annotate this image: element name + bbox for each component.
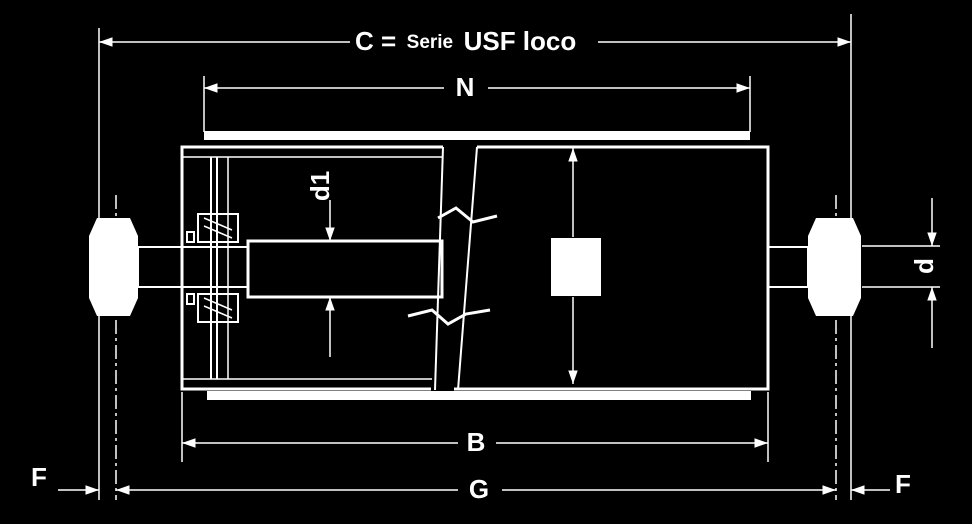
label-n: N (456, 72, 475, 102)
break-line-right (457, 146, 478, 391)
centre-block (551, 238, 601, 296)
shaft-left-end (137, 246, 249, 288)
label-d1: d1 (305, 171, 335, 201)
nut-right (808, 218, 861, 316)
break-zigzag-bottom (407, 308, 491, 326)
shaft-right-end (767, 246, 809, 288)
bearing-upper-hatch-b (203, 217, 233, 231)
lagging-top (204, 131, 750, 140)
bearing-upper (197, 213, 239, 243)
end-disc-left (186, 157, 239, 379)
bearing-upper-hatch-a (203, 225, 233, 239)
label-c-prefix: C = (355, 26, 396, 56)
bearing-lower-hatch-a (203, 305, 233, 319)
seal-lower (186, 293, 195, 305)
label-g: G (469, 474, 489, 504)
label-f-right: F (895, 469, 911, 499)
label-c-series: Serie (407, 32, 453, 53)
lagging-bottom (207, 391, 751, 400)
bearing-lower-hatch-b (203, 297, 233, 311)
break-zigzag-top (437, 206, 498, 224)
shaft-body (246, 239, 444, 299)
roller-body (180, 145, 770, 391)
label-d: d (909, 258, 939, 274)
shaft (137, 239, 809, 299)
label-c-name: USF loco (464, 26, 577, 56)
lagging-strips (204, 131, 751, 400)
break-line-left (434, 146, 444, 391)
shaft-nuts (89, 218, 861, 316)
dimension-lines (58, 37, 940, 495)
seal-upper (186, 231, 195, 243)
label-c: C = Serie USF loco (355, 26, 576, 56)
label-b: B (467, 427, 486, 457)
nut-left (89, 218, 138, 316)
bearing-lower (197, 293, 239, 323)
tube-left-outline (180, 145, 443, 391)
label-f-left: F (31, 462, 47, 492)
tube-right-outline (454, 145, 770, 391)
